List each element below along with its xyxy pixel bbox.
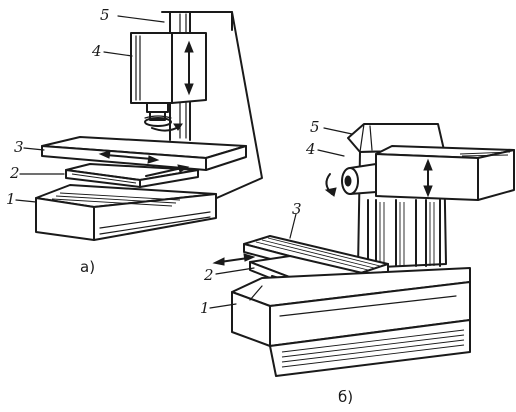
b-label-5: 5 bbox=[310, 118, 320, 136]
a-label-2: 2 bbox=[9, 164, 20, 182]
a-label-1: 1 bbox=[6, 190, 16, 208]
b-base-1 bbox=[231, 267, 471, 377]
b-vertical-arrow-icon bbox=[423, 158, 433, 198]
a-caption: а) bbox=[80, 258, 95, 276]
a-label-4: 4 bbox=[91, 42, 102, 60]
a-rotation-arrow-icon bbox=[151, 123, 183, 132]
b-slide2-arrow-icon bbox=[212, 253, 256, 266]
a-base-1 bbox=[35, 184, 217, 241]
b-label-3: 3 bbox=[292, 200, 302, 218]
a-slide2-arrow-icon bbox=[145, 164, 190, 177]
a-label-5: 5 bbox=[100, 6, 110, 24]
b-label-1: 1 bbox=[200, 299, 210, 317]
a-vertical-arrow-icon bbox=[184, 40, 194, 96]
a-spindle-head bbox=[130, 32, 207, 132]
a-slide-2 bbox=[65, 163, 199, 188]
a-label-3: 3 bbox=[14, 138, 24, 156]
b-rotation-arrow-icon bbox=[324, 173, 337, 197]
b-label-4: 4 bbox=[305, 140, 316, 158]
figure-b: 5 4 3 2 1 б) bbox=[200, 118, 515, 406]
b-spindle-head bbox=[324, 145, 515, 201]
b-label-2: 2 bbox=[203, 266, 214, 284]
figure-a: 5 4 3 2 1 а) bbox=[6, 6, 263, 276]
a-table3-arrow-icon bbox=[98, 150, 160, 164]
b-caption: б) bbox=[338, 388, 353, 406]
a-table-3 bbox=[41, 136, 247, 171]
